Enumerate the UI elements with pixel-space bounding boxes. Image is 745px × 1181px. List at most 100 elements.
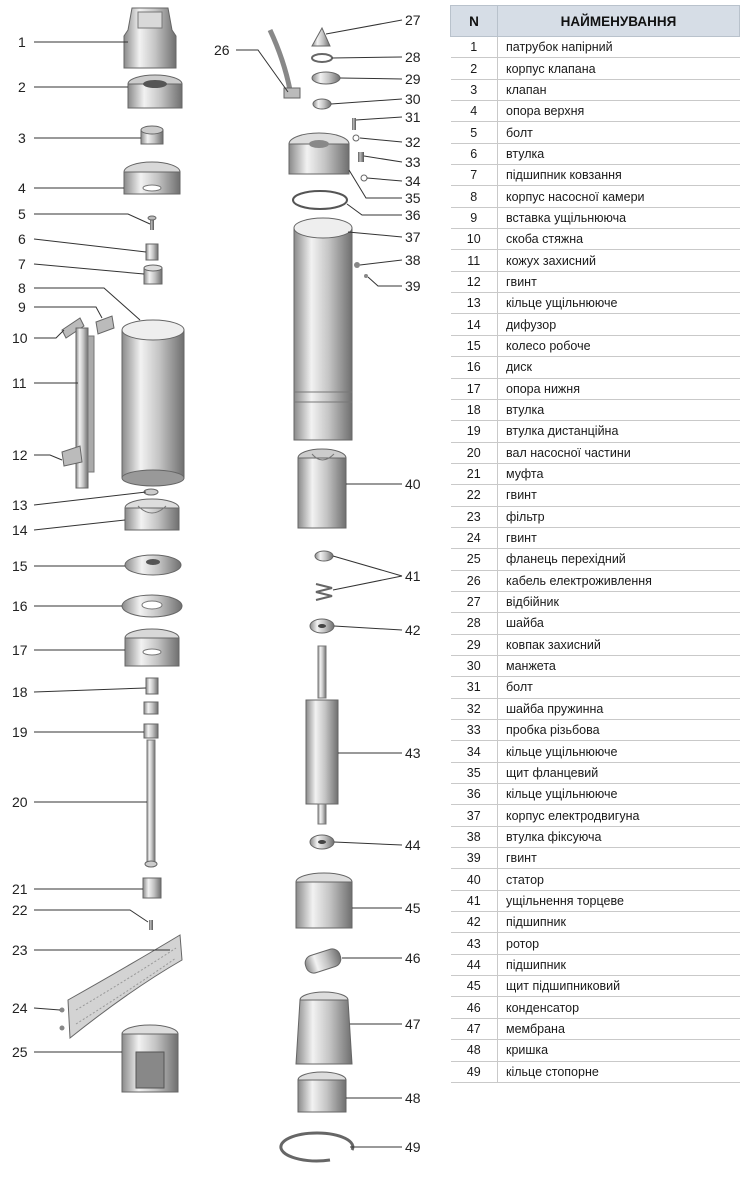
part-21-coupling <box>142 877 162 899</box>
header-name: НАЙМЕНУВАННЯ <box>497 5 740 37</box>
part-name: муфта <box>497 463 740 486</box>
part-17-lower-support <box>124 628 180 667</box>
part-number: 5 <box>450 121 498 144</box>
part-49-retaining-ring <box>279 1131 355 1163</box>
part-number: 1 <box>450 36 498 59</box>
part-number: 3 <box>450 79 498 102</box>
part-16-disk <box>121 594 183 618</box>
part-name: кільце стопорне <box>497 1061 740 1083</box>
part-number: 19 <box>450 420 498 443</box>
part-1-discharge-nozzle <box>123 7 177 69</box>
part-number: 45 <box>450 975 498 998</box>
part-name: корпус насосної камери <box>497 185 740 208</box>
part-number: 2 <box>450 57 498 80</box>
part-name: шайба <box>497 612 740 635</box>
part-name: болт <box>497 676 740 699</box>
part-number: 21 <box>450 463 498 486</box>
callout-3: 3 <box>18 130 26 146</box>
part-36-seal-ring <box>292 190 348 210</box>
part-number: 38 <box>450 826 498 849</box>
callout-46: 46 <box>405 950 421 966</box>
part-name: гвинт <box>497 484 740 507</box>
part-number: 37 <box>450 804 498 827</box>
part-7-slide-bearing <box>143 264 163 285</box>
callout-7: 7 <box>18 256 26 272</box>
callout-5: 5 <box>18 206 26 222</box>
part-name: ущільнення торцеве <box>497 890 740 913</box>
callout-12: 12 <box>12 447 28 463</box>
part-number: 26 <box>450 570 498 592</box>
part-4-upper-support <box>123 161 181 195</box>
callout-37: 37 <box>405 229 421 245</box>
part-24-screw <box>59 1007 65 1031</box>
part-name: корпус клапана <box>497 57 740 80</box>
callout-14: 14 <box>12 522 28 538</box>
part-20-pump-shaft <box>144 739 158 868</box>
part-number: 32 <box>450 698 498 721</box>
part-name: опора нижня <box>497 378 740 400</box>
callout-44: 44 <box>405 837 421 853</box>
part-number: 9 <box>450 207 498 230</box>
part-41-mechanical-seal <box>314 550 334 601</box>
part-name: шайба пружинна <box>497 698 740 721</box>
part-number: 48 <box>450 1039 498 1062</box>
part-43-rotor <box>305 645 339 825</box>
part-number: 42 <box>450 911 498 934</box>
part-number: 13 <box>450 292 498 315</box>
part-34-seal-ring <box>360 174 368 182</box>
callout-40: 40 <box>405 476 421 492</box>
callout-35: 35 <box>405 190 421 206</box>
part-46-capacitor <box>304 948 342 974</box>
part-name: гвинт <box>497 271 740 294</box>
part-42-bearing <box>309 618 335 634</box>
part-name: підшипник ковзання <box>497 164 740 187</box>
callout-42: 42 <box>405 622 421 638</box>
part-29-protective-cap <box>311 71 341 85</box>
part-22-screw <box>149 920 153 930</box>
part-name: фланець перехідний <box>497 548 740 571</box>
callout-4: 4 <box>18 180 26 196</box>
part-name: втулка <box>497 143 740 166</box>
part-number: 6 <box>450 143 498 166</box>
part-number: 10 <box>450 228 498 251</box>
callout-43: 43 <box>405 745 421 761</box>
part-23-filter <box>67 934 183 1039</box>
part-name: кришка <box>497 1039 740 1062</box>
part-number: 25 <box>450 548 498 571</box>
part-name: підшипник <box>497 954 740 977</box>
part-number: 23 <box>450 506 498 528</box>
callout-45: 45 <box>405 900 421 916</box>
part-number: 46 <box>450 996 498 1019</box>
part-name: кабель електроживлення <box>497 570 740 592</box>
part-number: 7 <box>450 164 498 187</box>
part-5-bolt <box>147 215 157 230</box>
part-number: 17 <box>450 378 498 400</box>
part-number: 40 <box>450 868 498 891</box>
callout-48: 48 <box>405 1090 421 1106</box>
callout-13: 13 <box>12 497 28 513</box>
part-name: гвинт <box>497 527 740 550</box>
part-name: щит підшипниковий <box>497 975 740 998</box>
part-6-sleeve <box>145 243 159 261</box>
part-name: втулка <box>497 399 740 422</box>
part-name: диск <box>497 356 740 379</box>
part-number: 30 <box>450 655 498 678</box>
